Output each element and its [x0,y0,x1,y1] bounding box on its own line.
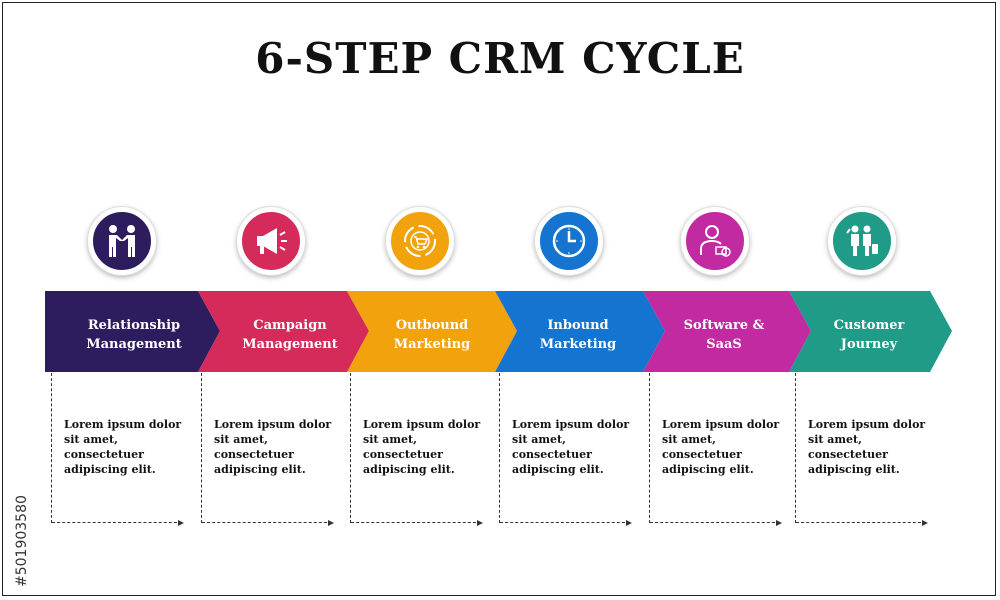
handshake-icon [109,225,135,257]
step-description-4: Lorem ipsum dolor sit amet, consectetuer… [512,418,630,476]
megaphone-icon [257,228,287,254]
step-desc-box-2: Lorem ipsum dolor sit amet, consectetuer… [201,373,334,526]
shopping-cart-cycle-icon [404,225,436,257]
step-label-1: Relationship Management [86,318,182,352]
step-desc-arrow-5 [650,520,782,526]
step-desc-arrow-4 [500,520,632,526]
step-icon-circle-2 [237,207,305,275]
step-desc-arrow-1 [52,520,184,526]
user-software-icon [700,225,731,257]
step-desc-box-4: Lorem ipsum dolor sit amet, consectetuer… [499,373,632,526]
chevron-step-5 [643,291,811,372]
step-description-2: Lorem ipsum dolor sit amet, consectetuer… [214,418,332,476]
step-description-6: Lorem ipsum dolor sit amet, consectetuer… [808,418,926,476]
step-icon-circle-6 [828,207,896,275]
step-description-5: Lorem ipsum dolor sit amet, consectetuer… [662,418,780,476]
step-label-5: Software & SaaS [683,318,765,352]
chevron-step-4 [495,291,665,372]
step-desc-arrow-2 [202,520,334,526]
step-icon-circle-3 [386,207,454,275]
step-label-3: Outbound Marketing [393,318,471,352]
step-description-3: Lorem ipsum dolor sit amet, consectetuer… [363,418,481,476]
travelers-icon [846,225,878,256]
step-desc-box-3: Lorem ipsum dolor sit amet, consectetuer… [350,373,483,526]
chevron-step-3 [347,291,517,372]
chevron-step-6 [789,291,952,372]
clock-icon [552,224,586,258]
step-desc-box-1: Lorem ipsum dolor sit amet, consectetuer… [51,373,184,526]
step-desc-arrow-6 [796,520,928,526]
step-desc-arrow-3 [351,520,483,526]
step-icon-circle-5 [681,207,749,275]
step-desc-box-6: Lorem ipsum dolor sit amet, consectetuer… [795,373,928,526]
step-label-2: Campaign Management [242,318,338,352]
chevron-step-2 [198,291,369,372]
step-icon-circle-4 [535,207,603,275]
step-icon-circle-1 [88,207,156,275]
step-label-4: Inbound Marketing [539,318,617,352]
step-label-6: Customer Journey [833,318,905,352]
step-desc-box-5: Lorem ipsum dolor sit amet, consectetuer… [649,373,782,526]
step-description-1: Lorem ipsum dolor sit amet, consectetuer… [64,418,182,476]
chevron-step-1 [45,291,220,372]
page-title: 6-STEP CRM CYCLE [255,34,745,83]
